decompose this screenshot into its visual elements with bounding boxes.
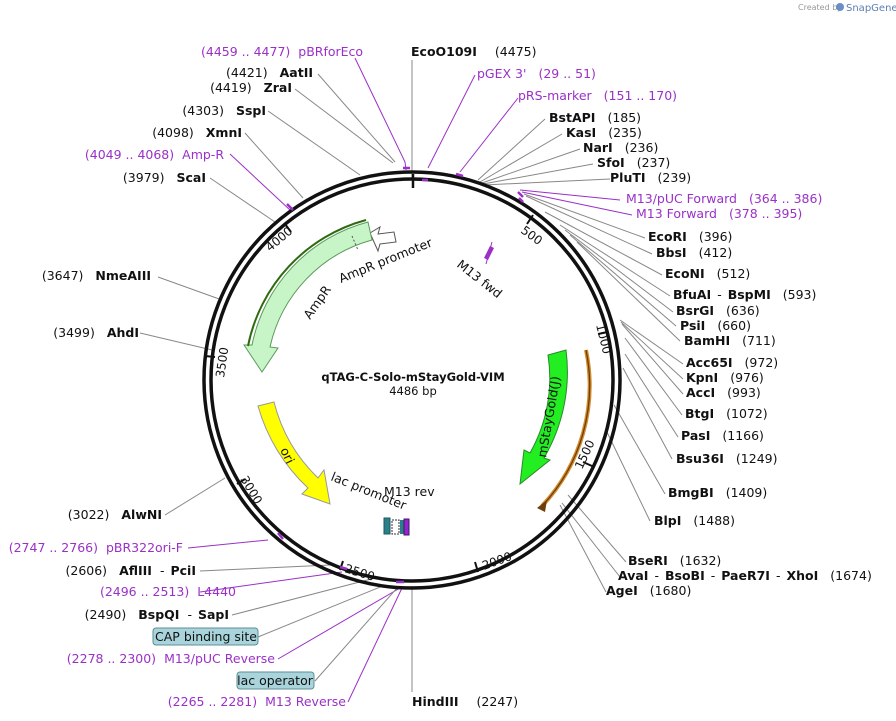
- ampr-promoter-arrow: [369, 225, 397, 253]
- primer-pBR322ori-F: (2747 .. 2766)pBR322ori-F: [9, 540, 183, 555]
- mstaygold-orf-line: [541, 349, 591, 507]
- primer-M13pUC-Forward: M13/pUC Forward(364 .. 386): [626, 191, 822, 206]
- site-BspQI-SapI: (2490)BspQI-SapI: [85, 607, 229, 622]
- site-AccI: AccI(993): [686, 385, 761, 400]
- ampr-orf-line: [247, 219, 367, 347]
- primer-marks: [277, 166, 524, 584]
- site-BamHI: BamHI(711): [684, 333, 776, 348]
- site-PsiI: PsiI(660): [680, 318, 751, 333]
- site-Bsu36I: Bsu36I(1249): [676, 451, 778, 466]
- primer-pRS-marker: pRS-marker(151 .. 170): [518, 88, 677, 103]
- site-AvaI-group: AvaI-BsoBI-PaeR7I-XhoI(1674): [618, 568, 872, 583]
- site-ZraI: (4419)ZraI: [210, 80, 292, 95]
- site-BsrGI: BsrGI(636): [676, 303, 760, 318]
- site-AhdI: (3499)AhdI: [53, 325, 139, 340]
- cap-binding-site-label: CAP binding site: [155, 629, 257, 644]
- backbone-outer: [202, 170, 622, 590]
- primer-pBRforEco: (4459 .. 4477)pBRforEco: [201, 44, 363, 59]
- m13-fwd-line: [485, 241, 493, 265]
- ori-label: ori: [277, 445, 297, 466]
- site-AatII: (4421)AatII: [226, 65, 313, 80]
- plasmid-name: qTAG-C-Solo-mStayGold-VIM: [321, 370, 504, 384]
- m13-rev-mark: [403, 518, 410, 536]
- site-BseRI: BseRI(1632): [628, 553, 721, 568]
- site-BlpI: BlpI(1488): [654, 513, 735, 528]
- site-SspI: (4303)SspI: [182, 103, 266, 118]
- site-KasI: KasI(235): [566, 125, 642, 140]
- site-ScaI: (3979)ScaI: [123, 170, 206, 185]
- site-EcoRI: EcoRI(396): [648, 229, 732, 244]
- tick-label-3500: 3500: [213, 346, 231, 378]
- site-BfuAI-BspMI: BfuAI-BspMI(593): [673, 287, 816, 302]
- mstaygold-arrow: [519, 349, 568, 486]
- leader-lines: [139, 57, 684, 703]
- primer-M13-Forward: M13 Forward(378 .. 395): [636, 206, 802, 221]
- site-EcoNI: EcoNI(512): [665, 266, 750, 281]
- created-by-label: Created by: [798, 3, 842, 12]
- ampr-arrow: [243, 221, 373, 373]
- snapgene-brand: SnapGene: [846, 3, 896, 14]
- m13-fwd-label: M13 fwd: [454, 257, 505, 301]
- site-BbsI: BbsI(412): [656, 245, 732, 260]
- primer-M13pUC-Reverse: (2278 .. 2300)M13/pUC Reverse: [67, 651, 276, 666]
- site-BmgBI: BmgBI(1409): [668, 485, 767, 500]
- site-BstAPI: BstAPI(185): [549, 110, 641, 125]
- ampr-divider: [351, 235, 359, 251]
- site-NarI: NarI(236): [583, 140, 658, 155]
- site-PluTI: PluTI(239): [610, 170, 691, 185]
- lac-promoter-mark: [391, 519, 400, 535]
- cap-binding-mark: [383, 517, 391, 535]
- site-AflIII-PciI: (2606)AflIII-PciI: [65, 563, 196, 578]
- ampr-label: AmpR: [300, 282, 334, 321]
- m13-rev-label: M13 rev: [384, 484, 435, 499]
- primer-L4440: (2496 .. 2513)L4440: [100, 584, 236, 599]
- lac-operator-label: lac operator: [237, 673, 314, 688]
- cap-binding-site-box: [152, 627, 259, 646]
- mstaygold-orf-head: [537, 500, 547, 512]
- site-HindIII: HindIII(2247): [412, 694, 518, 709]
- site-BtgI: BtgI(1072): [685, 406, 768, 421]
- ori-arrow: [257, 401, 331, 505]
- right-sites: BstAPI(185) KasI(235) NarI(236) SfoI(237…: [549, 110, 872, 598]
- plasmid-size: 4486 bp: [389, 384, 437, 398]
- site-XmnI: (4098)XmnI: [152, 125, 242, 140]
- site-SfoI: SfoI(237): [597, 155, 670, 170]
- site-Acc65I: Acc65I(972): [686, 355, 778, 370]
- primer-M13-Reverse: (2265 .. 2281)M13 Reverse: [168, 694, 346, 709]
- site-EcoO109I: EcoO109I(4475): [411, 44, 536, 59]
- primer-Amp-R: (4049 .. 4068)Amp-R: [85, 147, 224, 162]
- primer-pGEX3: pGEX 3'(29 .. 51): [477, 66, 596, 81]
- snapgene-logo-icon: [836, 3, 844, 11]
- site-AlwNI: (3022)AlwNI: [68, 507, 162, 522]
- site-PasI: PasI(1166): [681, 428, 764, 443]
- lac-operator-box: [236, 671, 315, 690]
- lac-operator-mark: [400, 520, 405, 534]
- left-sites: (4421)AatII (4419)ZraI (4303)SspI (4098)…: [9, 65, 347, 709]
- site-NmeAIII: (3647)NmeAIII: [42, 268, 151, 283]
- site-AgeI: AgeI(1680): [606, 583, 691, 598]
- site-KpnI: KpnI(976): [686, 370, 764, 385]
- tick-label-1000: 1000: [593, 322, 614, 355]
